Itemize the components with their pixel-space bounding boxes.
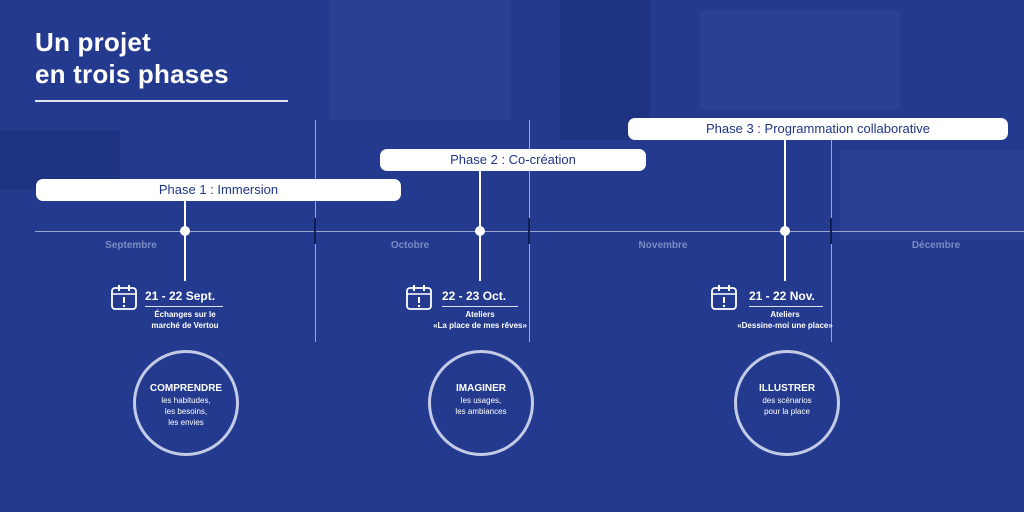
page-title: Un projet en trois phases [35, 26, 229, 90]
event-3-description: Ateliers «Dessine-moi une place» [705, 309, 865, 331]
goal-2-text-1: les usages, [460, 396, 502, 405]
event-1-dot [180, 226, 190, 236]
phase-2-bar: Phase 2 : Co-création [380, 149, 646, 171]
event-3-date: 21 - 22 Nov. [749, 289, 815, 303]
event-1-date: 21 - 22 Sept. [145, 289, 216, 303]
month-label-september: Septembre [105, 240, 157, 251]
goal-circle-illustrer: ILLUSTRER des scénarios pour la place [734, 350, 840, 456]
event-2-dot [475, 226, 485, 236]
month-label-november: Novembre [638, 240, 688, 251]
month-tick [528, 218, 530, 244]
month-tick [830, 218, 832, 244]
month-label-october: Octobre [390, 240, 430, 251]
event-2-description: Ateliers «La place de mes rêves» [400, 309, 560, 331]
goal-circle-imaginer: IMAGINER les usages, les ambiances [428, 350, 534, 456]
goal-1-heading: COMPRENDRE [149, 383, 223, 394]
goal-1-text-2: les besoins, [164, 407, 208, 416]
goal-3-text-2: pour la place [764, 407, 810, 416]
event-2-line-2: «La place de mes rêves» [433, 321, 527, 330]
goal-1-text-3: les envies [168, 418, 204, 427]
event-1-stem [184, 201, 186, 281]
phase-1-bar: Phase 1 : Immersion [36, 179, 401, 201]
month-label-december: Décembre [911, 240, 961, 251]
event-1-description: Échanges sur le marché de Vertou [105, 309, 265, 331]
event-2-date-underline [442, 306, 518, 307]
event-3-date-underline [749, 306, 823, 307]
event-2-line-1: Ateliers [465, 310, 495, 319]
map-texture [840, 150, 1024, 240]
goal-2-heading: IMAGINER [456, 383, 506, 394]
title-underline [35, 100, 288, 102]
goal-3-heading: ILLUSTRER [758, 383, 816, 394]
phase-3-bar: Phase 3 : Programmation collaborative [628, 118, 1008, 140]
map-texture [560, 0, 650, 140]
calendar-icon [111, 285, 137, 310]
event-3-line-1: Ateliers [770, 310, 800, 319]
calendar-icon [711, 285, 737, 310]
event-1-line-1: Échanges sur le [154, 310, 216, 319]
event-2-date: 22 - 23 Oct. [442, 289, 507, 303]
title-line-1: Un projet [35, 27, 151, 57]
goal-circle-comprendre: COMPRENDRE les habitudes, les besoins, l… [133, 350, 239, 456]
goal-1-text-1: les habitudes, [161, 396, 211, 405]
map-texture [700, 10, 900, 110]
event-1-line-2: marché de Vertou [151, 321, 219, 330]
month-tick [314, 218, 316, 244]
calendar-icon [406, 285, 432, 310]
goal-3-text-1: des scénarios [762, 396, 812, 405]
map-texture [330, 0, 510, 120]
title-line-2: en trois phases [35, 59, 229, 89]
goal-2-text-2: les ambiances [455, 407, 507, 416]
event-3-line-2: «Dessine-moi une place» [737, 321, 833, 330]
event-1-date-underline [145, 306, 223, 307]
event-3-dot [780, 226, 790, 236]
event-3-stem [784, 140, 786, 281]
